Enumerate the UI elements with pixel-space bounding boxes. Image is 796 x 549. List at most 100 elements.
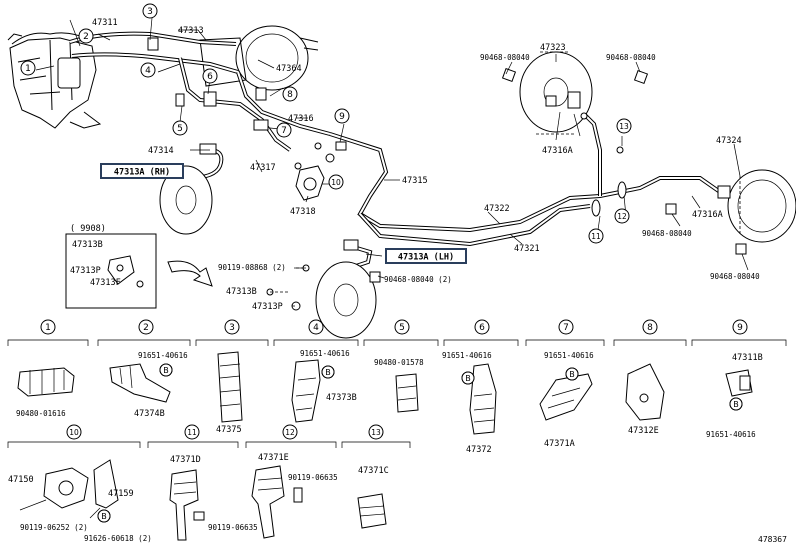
detail-callout-1: 1 — [45, 323, 51, 333]
inset-label-47313f: 47313F — [90, 278, 121, 288]
part-clamp-13 — [357, 493, 387, 529]
detail-callout-10: 10 — [69, 428, 79, 437]
top-callouts — [20, 3, 632, 244]
b-marker-7: B — [569, 370, 575, 379]
boxed-label-rh — [100, 163, 184, 179]
detail-label-2a: 91651-40616 — [138, 351, 188, 360]
b-markers — [97, 363, 743, 523]
callout-10: 10 — [331, 178, 341, 187]
b-marker-9: B — [733, 400, 739, 409]
brake-booster — [199, 25, 319, 91]
detail-label-7b: 47371A — [544, 439, 575, 449]
callout-7: 7 — [281, 126, 287, 136]
detail-label-8a: 47312E — [628, 426, 659, 436]
label-bolt-3: 90468-08040 — [642, 229, 692, 238]
detail-label-4b: 47373B — [326, 393, 357, 403]
detail-label-10c: 90119-06252 (2) — [20, 523, 88, 532]
part-bracket-11 — [169, 469, 205, 541]
label-47316a-top: 47316A — [542, 146, 573, 156]
label-47315: 47315 — [402, 176, 428, 186]
detail-callout-3: 3 — [229, 323, 235, 333]
label-90119-08868: 90119-08868 (2) — [218, 263, 286, 272]
callout-12: 12 — [617, 212, 627, 221]
part-clamp-3 — [217, 351, 243, 423]
detail-callout-12: 12 — [285, 428, 295, 437]
callout-8: 8 — [287, 90, 293, 100]
label-bolt-4: 90468-08040 — [710, 272, 760, 281]
boxed-label-lh — [385, 248, 467, 264]
callout-2: 2 — [83, 32, 89, 42]
label-47324: 47324 — [716, 136, 742, 146]
detail-label-9a: 47311B — [732, 353, 763, 363]
callout-13: 13 — [619, 122, 629, 131]
detail-label-5a: 90480-01578 — [374, 358, 424, 367]
detail-label-2b: 47374B — [134, 409, 165, 419]
detail-callout-8: 8 — [647, 323, 653, 333]
part-clamp-1 — [17, 367, 75, 397]
detail-callout-6: 6 — [479, 323, 485, 333]
detail-label-11a: 47371D — [170, 455, 201, 465]
callout-6: 6 — [207, 72, 213, 82]
label-bolt-2: 90468-08040 — [606, 53, 656, 62]
rear-drum-top — [519, 51, 593, 135]
detail-label-12a: 47371E — [258, 453, 289, 463]
detail-callout-2: 2 — [143, 323, 149, 333]
b-marker-6: B — [465, 374, 471, 383]
detail-label-9b: 91651-40616 — [706, 430, 756, 439]
b-marker-2: B — [163, 366, 169, 375]
label-47322: 47322 — [484, 204, 510, 214]
detail-callout-9: 9 — [737, 323, 743, 333]
detail-label-4a: 91651-40616 — [300, 349, 350, 358]
proportioning-valve — [295, 142, 335, 201]
master-cylinder-area — [7, 32, 102, 129]
detail-label-3a: 47375 — [216, 425, 242, 435]
b-marker-10: B — [101, 512, 107, 521]
callout-1: 1 — [25, 64, 31, 74]
label-47316a-right: 47316A — [692, 210, 723, 220]
detail-callout-4: 4 — [313, 323, 319, 333]
part-bracket-12 — [251, 465, 303, 539]
inset-label-47313p: 47313P — [70, 266, 101, 276]
detail-callout-7: 7 — [563, 323, 569, 333]
label-bolt-1: 90468-08040 — [480, 53, 530, 62]
label-bolt-5: 90468-08040 (2) — [384, 275, 452, 284]
inset-box — [65, 233, 157, 309]
boxed-text-rh: 47313A (RH) — [114, 168, 170, 178]
detail-callout-13: 13 — [371, 428, 381, 437]
detail-label-6b: 47372 — [466, 445, 492, 455]
callout-4: 4 — [145, 66, 151, 76]
front-disc-rh — [159, 165, 213, 235]
front-disc-lh — [315, 261, 377, 339]
label-47316: 47316 — [288, 114, 314, 124]
boxed-text-lh: 47313A (LH) — [398, 253, 454, 263]
label-47314: 47314 — [148, 146, 174, 156]
detail-label-7a: 91651-40616 — [544, 351, 594, 360]
detail-callouts — [40, 319, 748, 440]
diagram-id: 478367 — [758, 535, 787, 544]
callout-3: 3 — [147, 7, 153, 17]
rear-drum-right — [727, 169, 796, 243]
callout-11: 11 — [591, 232, 601, 241]
label-47323: 47323 — [540, 43, 566, 53]
callout-5: 5 — [177, 124, 183, 134]
label-47318: 47318 — [290, 207, 316, 217]
detail-callout-5: 5 — [399, 323, 405, 333]
part-clamp-5 — [395, 373, 419, 413]
detail-label-10b: 47159 — [108, 489, 134, 499]
label-47313p: 47313P — [252, 302, 283, 312]
label-47311: 47311 — [92, 18, 118, 28]
detail-label-1a: 90480-01616 — [16, 409, 66, 418]
detail-label-13a: 47371C — [358, 466, 389, 476]
detail-label-10d: 91626-60618 (2) — [84, 534, 152, 543]
detail-label-12b: 90119-06635 — [288, 473, 338, 482]
part-bracket-8 — [625, 363, 665, 421]
detail-label-11b: 90119-06635 — [208, 523, 258, 532]
callout-9: 9 — [339, 112, 345, 122]
label-47313b: 47313B — [226, 287, 257, 297]
label-47364: 47364 — [276, 64, 302, 74]
label-47317: 47317 — [250, 163, 276, 173]
label-47313: 47313 — [178, 26, 204, 36]
detail-label-6a: 91651-40616 — [442, 351, 492, 360]
